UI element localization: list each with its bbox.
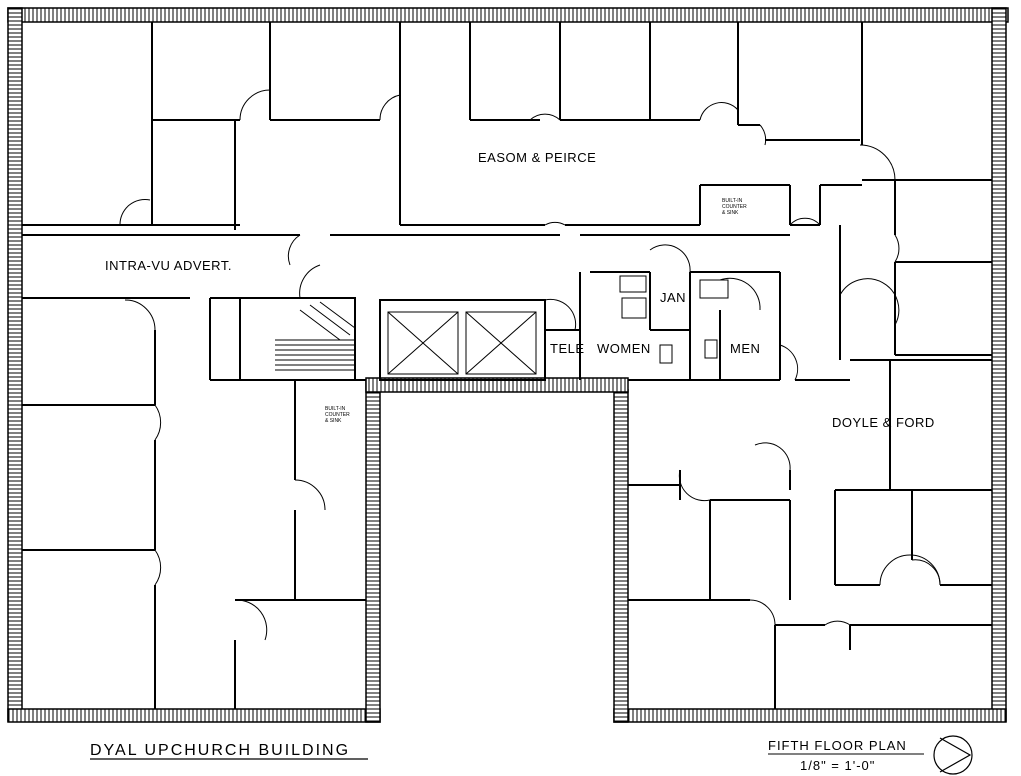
svg-text:BUILT-IN: BUILT-IN: [722, 198, 743, 204]
room-label-easom-peirce: EASOM & PEIRCE: [478, 150, 596, 165]
svg-text:& SINK: & SINK: [722, 210, 739, 216]
top-offices: [22, 22, 992, 360]
plan-title: FIFTH FLOOR PLAN: [768, 738, 907, 753]
exterior-walls: [7, 7, 1009, 723]
core: [239, 271, 781, 381]
room-label-women: WOMEN: [597, 341, 651, 356]
svg-text:COUNTER: COUNTER: [325, 412, 350, 418]
building-title: DYAL UPCHURCH BUILDING: [90, 742, 350, 759]
north-arrow-icon: [933, 735, 973, 775]
svg-text:& SINK: & SINK: [325, 418, 342, 424]
right-offices: [628, 359, 992, 709]
room-label-tele: TELE: [550, 341, 585, 356]
room-label-doyle-ford: DOYLE & FORD: [832, 415, 935, 430]
elevator-icon: [387, 311, 537, 375]
stair-icon: [275, 301, 356, 371]
counter-note-top: BUILT-IN COUNTER & SINK: [722, 198, 747, 216]
room-label-men: MEN: [730, 341, 760, 356]
svg-text:COUNTER: COUNTER: [722, 204, 747, 210]
counter-note-mid: BUILT-IN COUNTER & SINK: [325, 406, 350, 424]
room-label-intra-vu: INTRA-VU ADVERT.: [105, 258, 232, 273]
svg-text:BUILT-IN: BUILT-IN: [325, 406, 346, 412]
plan-scale: 1/8" = 1'-0": [800, 758, 875, 773]
door-swing-icon: [119, 89, 941, 641]
room-label-jan: JAN: [660, 290, 686, 305]
